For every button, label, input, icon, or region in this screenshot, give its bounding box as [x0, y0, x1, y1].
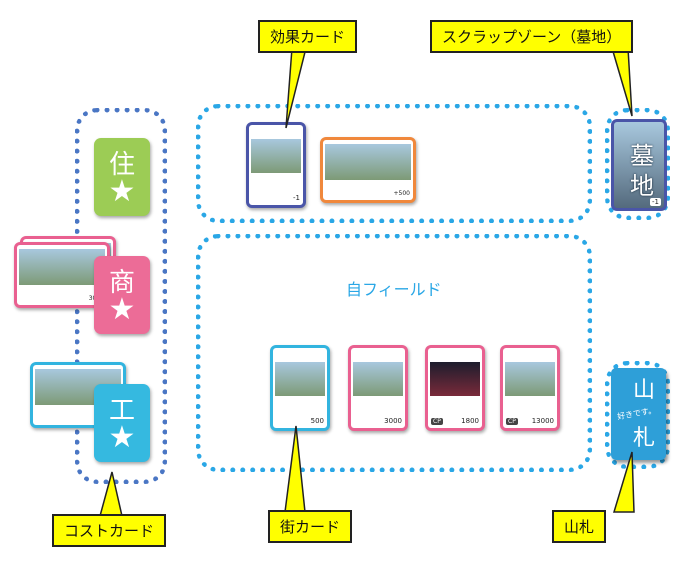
cost-card-commercial[interactable]: 商 ★: [94, 256, 150, 334]
scrap-kanji-top: 墓: [630, 142, 654, 170]
deck-kanji-top: 山: [633, 378, 656, 403]
card-photo: [430, 362, 480, 396]
deck-kanji-bottom: 札: [633, 426, 656, 451]
effect-card[interactable]: -1: [246, 122, 306, 208]
scrap-kanji-bottom: 地: [630, 172, 654, 200]
card-value: +500: [393, 190, 410, 197]
scrap-card[interactable]: 墓 地 -1: [611, 119, 667, 211]
card-cp: CP: [431, 418, 443, 425]
cost-card-kanji: 工: [108, 396, 135, 426]
cost-cards-callout: コストカード: [52, 514, 167, 547]
town-cards-callout: 街カード: [268, 510, 353, 543]
town-card[interactable]: 3000: [348, 345, 408, 431]
star-icon: ★: [108, 292, 136, 327]
cost-card-kanji: 住: [108, 150, 135, 180]
cost-card-industrial[interactable]: 工 ★: [94, 384, 150, 462]
card-value: 1800: [461, 417, 479, 425]
effect-card-zone: [196, 104, 592, 223]
scrap-callout-pointer: [610, 47, 633, 117]
cost-card-residential[interactable]: 住 ★: [94, 138, 150, 216]
card-value: 13000: [531, 417, 554, 425]
card-photo: [251, 139, 301, 173]
star-icon: ★: [108, 174, 136, 209]
deck-callout: 山札: [552, 510, 607, 543]
town-card[interactable]: CP 13000: [500, 345, 560, 431]
card-photo: [19, 249, 105, 285]
card-value: 3000: [384, 417, 402, 425]
scrap-zone-callout: スクラップゾーン（墓地）: [430, 20, 634, 53]
cost-card-kanji: 商: [108, 268, 135, 298]
card-photo: [325, 144, 411, 180]
scrap-zone: [605, 108, 670, 220]
card-value: -1: [293, 194, 300, 202]
effect-cards-callout: 効果カード: [258, 20, 358, 53]
town-card[interactable]: CP 1800: [425, 345, 485, 431]
own-field-zone: [196, 234, 592, 472]
deck-zone: [605, 361, 670, 469]
town-card[interactable]: 500: [270, 345, 330, 431]
deck-card[interactable]: 山 好きです。 札: [611, 368, 666, 460]
card-value: 500: [310, 417, 324, 425]
card-photo: [505, 362, 555, 396]
card-cp: CP: [506, 418, 518, 425]
card-photo: [275, 362, 325, 396]
effect-card[interactable]: +500: [320, 137, 416, 203]
own-field-label: 自フィールド: [346, 280, 442, 299]
star-icon: ★: [108, 420, 136, 455]
card-value: -1: [650, 198, 661, 206]
card-photo: [353, 362, 403, 396]
